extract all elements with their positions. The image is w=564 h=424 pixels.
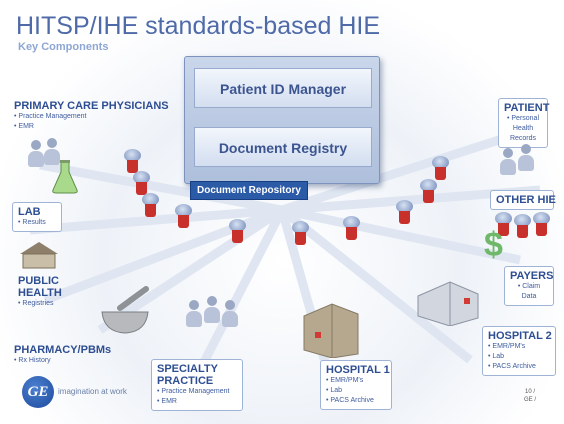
patient-heading: PATIENT xyxy=(504,102,550,114)
hospital1-item: • PACS Archive xyxy=(326,397,374,404)
person-group-icon xyxy=(204,296,220,323)
document-registry-label: Document Registry xyxy=(194,127,372,167)
house-icon xyxy=(20,242,58,269)
hospital2-item: • EMR/PM's xyxy=(488,343,526,350)
database-cylinder-icon xyxy=(495,212,512,238)
ge-tagline: imagination at work xyxy=(58,387,127,396)
payers-item: Data xyxy=(521,293,537,300)
specialty-item: • EMR xyxy=(157,398,177,405)
database-cylinder-icon xyxy=(142,193,159,219)
pharmacy-node: PHARMACY/PBMs • Rx History xyxy=(14,344,111,366)
specialty-heading: SPECIALTY xyxy=(157,363,218,375)
page-info: 10 / GE / xyxy=(524,388,536,404)
document-repository-label: Document Repository xyxy=(190,181,308,200)
patient-item: Records xyxy=(509,135,537,142)
page-number: 10 / xyxy=(525,389,536,395)
payers-item: • Claim xyxy=(517,283,541,290)
public-health-heading: HEALTH xyxy=(18,287,62,299)
lab-item: • Results xyxy=(18,219,46,226)
pharmacy-heading: PHARMACY/PBMs xyxy=(14,344,112,356)
hospital1-node: HOSPITAL 1 • EMR/PM's • Lab • PACS Archi… xyxy=(320,360,392,410)
database-cylinder-icon xyxy=(396,200,413,226)
database-cylinder-icon xyxy=(420,179,437,205)
public-health-heading: PUBLIC xyxy=(18,275,59,287)
hospital1-heading: HOSPITAL 1 xyxy=(326,364,390,376)
primary-care-node: PRIMARY CARE PHYSICIANS • Practice Manag… xyxy=(14,100,169,132)
lab-node: LAB • Results xyxy=(12,202,62,232)
payers-heading: PAYERS xyxy=(510,270,554,282)
dollar-sign-icon: $ xyxy=(484,226,503,264)
patient-node: PATIENT • Personal Health Records xyxy=(498,98,550,148)
hospital-building-icon xyxy=(417,281,479,326)
hospital1-item: • EMR/PM's xyxy=(326,377,364,384)
hospital2-item: • Lab xyxy=(488,353,505,360)
database-cylinder-icon xyxy=(432,156,449,182)
person-group-icon xyxy=(44,138,60,165)
primary-care-item: • Practice Management xyxy=(14,113,87,120)
ge-logo: GE xyxy=(22,376,54,408)
public-health-item: • Registries xyxy=(18,300,54,307)
patient-item: • Personal xyxy=(506,115,540,122)
database-cylinder-icon xyxy=(292,221,309,247)
person-group-icon xyxy=(518,144,534,171)
patient-item: Health xyxy=(512,125,534,132)
database-cylinder-icon xyxy=(343,216,360,242)
specialty-heading: PRACTICE xyxy=(157,375,214,387)
person-group-icon xyxy=(222,300,238,327)
database-cylinder-icon xyxy=(229,219,246,245)
specialty-item: • Practice Management xyxy=(157,388,230,395)
patient-id-manager-label: Patient ID Manager xyxy=(194,68,372,108)
database-cylinder-icon xyxy=(133,171,150,197)
person-group-icon xyxy=(500,148,516,175)
database-cylinder-icon xyxy=(124,149,141,175)
other-hie-node: OTHER HIE xyxy=(490,190,556,210)
slide-subtitle: Key Components xyxy=(18,41,109,53)
hospital2-item: • PACS Archive xyxy=(488,363,536,370)
primary-care-item: • EMR xyxy=(14,123,34,130)
central-server: Patient ID Manager Document Registry xyxy=(184,56,380,184)
slide-title: HITSP/IHE standards-based HIE xyxy=(16,12,381,40)
database-cylinder-icon xyxy=(533,212,550,238)
person-group-icon xyxy=(186,300,202,327)
hospital2-heading: HOSPITAL 2 xyxy=(488,330,552,342)
public-health-node: PUBLIC HEALTH • Registries xyxy=(18,275,62,309)
person-group-icon xyxy=(28,140,44,167)
hospital1-item: • Lab xyxy=(326,387,343,394)
database-cylinder-icon xyxy=(175,204,192,230)
flask-icon xyxy=(52,160,78,194)
pharmacy-item: • Rx History xyxy=(14,357,51,364)
payers-node: PAYERS • Claim Data xyxy=(504,266,554,306)
specialty-node: SPECIALTY PRACTICE • Practice Management… xyxy=(151,359,243,411)
hospital2-node: HOSPITAL 2 • EMR/PM's • Lab • PACS Archi… xyxy=(482,326,556,376)
primary-care-heading: PRIMARY CARE PHYSICIANS xyxy=(14,100,169,112)
database-cylinder-icon xyxy=(514,214,531,240)
lab-heading: LAB xyxy=(18,206,41,218)
page-company: GE / xyxy=(524,397,537,403)
other-hie-heading: OTHER HIE xyxy=(496,194,556,206)
mortar-pestle-icon xyxy=(101,286,149,334)
hospital-building-icon xyxy=(303,303,359,358)
